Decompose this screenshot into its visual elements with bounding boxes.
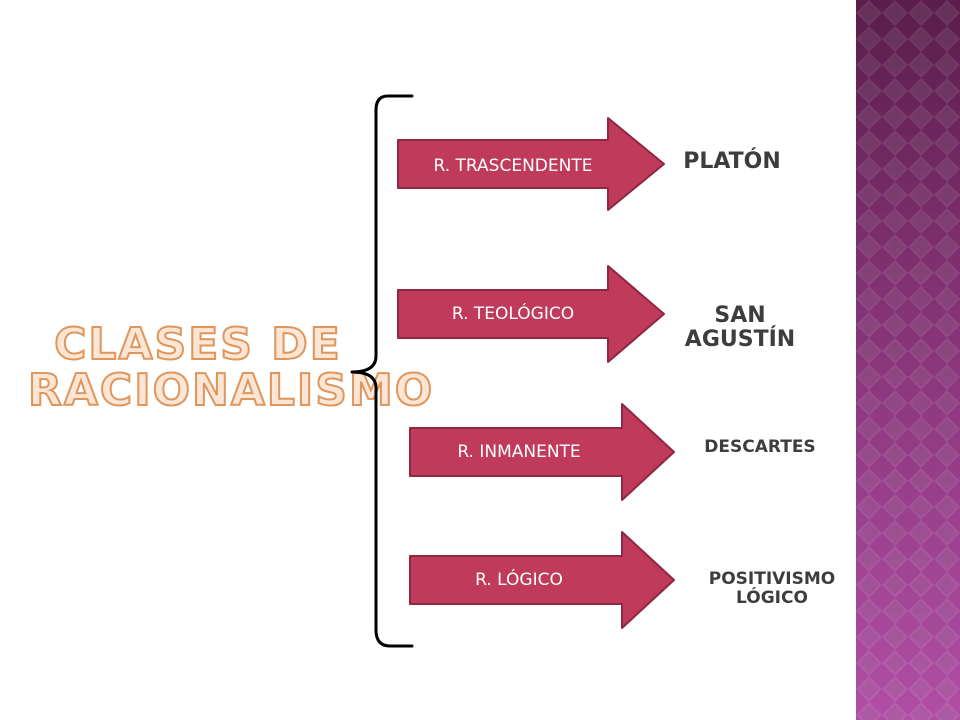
- arrow-r-trascendente: R. TRASCENDENTE: [396, 116, 666, 216]
- result-descartes: DESCARTES: [690, 438, 830, 457]
- arrow-label: R. INMANENTE: [457, 442, 581, 462]
- arrow-shape: [409, 403, 675, 501]
- side-pattern: [856, 0, 960, 720]
- arrow-shape: [397, 265, 665, 363]
- arrow-r-logico: R. LÓGICO: [408, 530, 678, 630]
- arrow-shape: [397, 117, 665, 211]
- result-line-2: AGUSTÍN: [684, 327, 796, 353]
- arrow-r-teologico: R. TEOLÓGICO: [396, 264, 666, 364]
- result-line-1: SAN: [714, 303, 766, 328]
- result-san-agustin: SAN AGUSTÍN: [670, 303, 810, 353]
- arrow-label: R. TRASCENDENTE: [433, 156, 593, 176]
- result-line-2: LÓGICO: [736, 587, 808, 608]
- result-platon: PLATÓN: [662, 149, 802, 174]
- result-positivismo-logico: POSITIVISMO LÓGICO: [692, 570, 852, 607]
- result-line-1: PLATÓN: [683, 149, 781, 174]
- result-line-1: DESCARTES: [704, 437, 816, 457]
- arrow-label: R. TEOLÓGICO: [451, 304, 575, 324]
- arrow-label: R. LÓGICO: [475, 570, 563, 590]
- title-line-1: Clases de: [53, 319, 342, 370]
- arrow-r-inmanente: R. INMANENTE: [408, 402, 678, 502]
- arrow-shape: [409, 531, 675, 629]
- result-line-1: POSITIVISMO: [708, 569, 836, 589]
